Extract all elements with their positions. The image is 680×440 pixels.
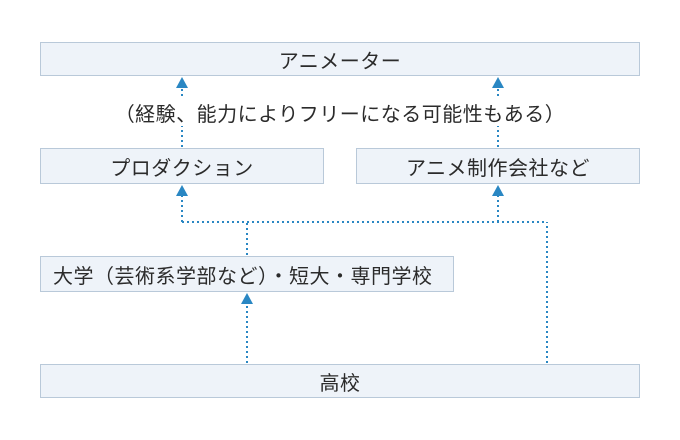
arrowhead-university [241,293,253,304]
arrowhead-company [492,185,504,196]
arrowhead-animator-left [176,77,188,88]
highschool-box: 高校 [40,364,640,398]
animator-box: アニメーター [40,42,640,76]
animator-label: アニメーター [278,48,402,73]
anime-company-label: アニメ制作会社など [405,155,591,180]
arrowhead-production [176,185,188,196]
highschool-label: 高校 [319,370,361,395]
university-box: 大学（芸術系学部など）・短大・専門学校 [40,256,454,292]
production-box: プロダクション [40,148,324,184]
freelance-caption: （経験、能力によりフリーになる可能性もある） [114,102,566,126]
production-label: プロダクション [110,155,254,180]
university-label: 大学（芸術系学部など）・短大・専門学校 [53,263,433,288]
arrowhead-animator-right [492,77,504,88]
anime-company-box: アニメ制作会社など [356,148,640,184]
